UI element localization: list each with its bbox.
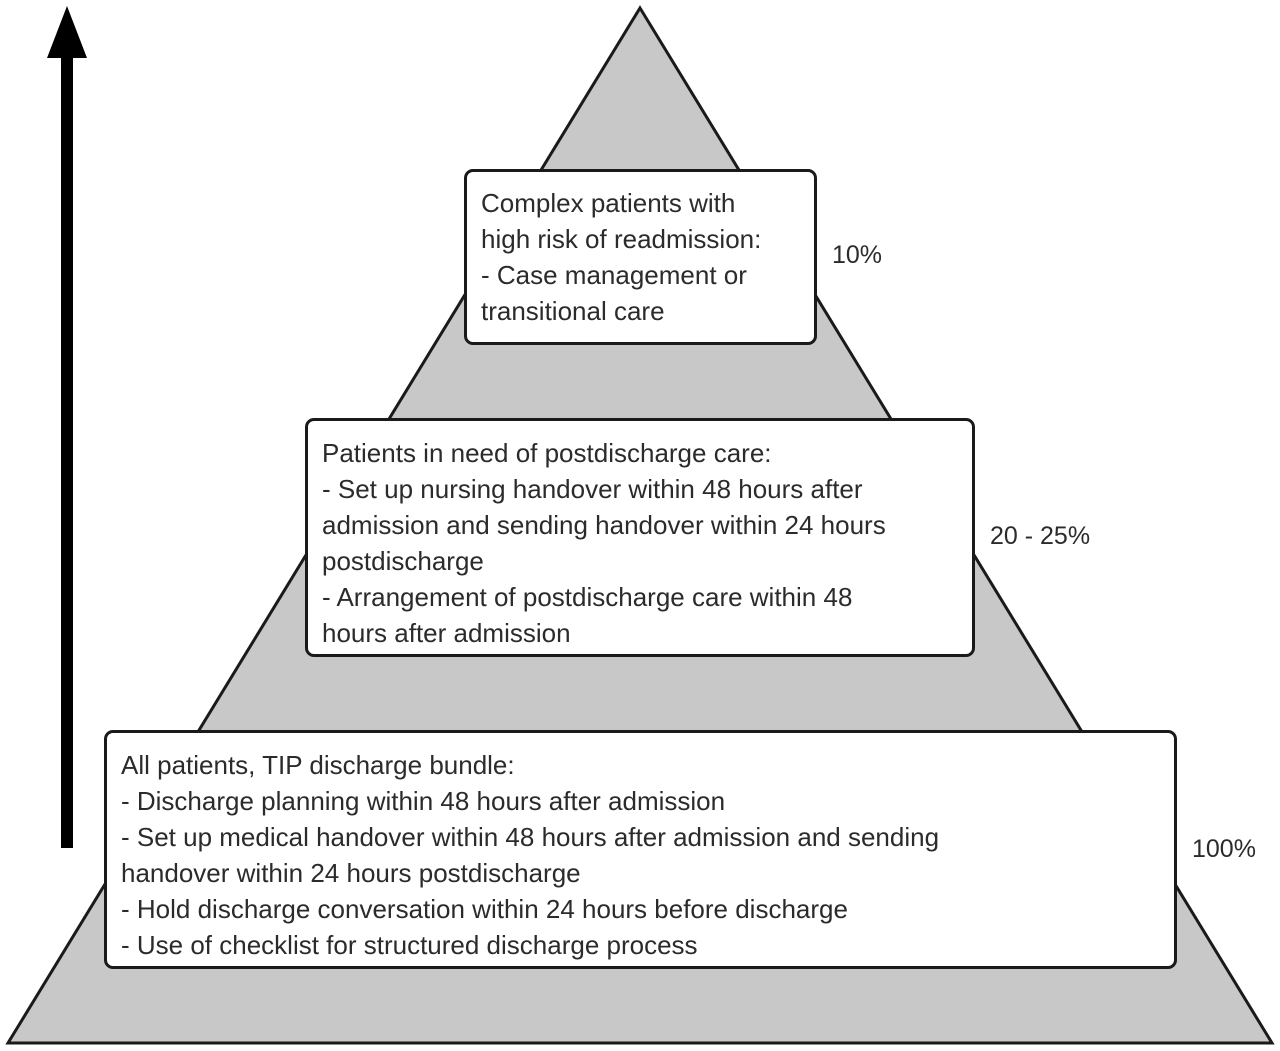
tier-top-line: transitional care [481,296,665,326]
tier-middle-line: - Set up nursing handover within 48 hour… [322,474,863,504]
arrow-shaft [61,56,73,848]
tier-middle-line: hours after admission [322,618,571,648]
tier-middle-line: admission and sending handover within 24… [322,510,886,540]
tier-bottom-line: - Set up medical handover within 48 hour… [121,822,940,852]
tier-middle-line: - Arrangement of postdischarge care with… [322,582,853,612]
tier-middle-line: Patients in need of postdischarge care: [322,438,772,468]
tier-top-line: Complex patients with [481,188,736,218]
tier-box-middle: Patients in need of postdischarge care: … [305,418,975,657]
tier-middle-percentage: 20 - 25% [990,522,1091,550]
tier-bottom-line: - Use of checklist for structured discha… [121,930,698,960]
tier-bottom-line: - Hold discharge conversation within 24 … [121,894,848,924]
tier-middle-line: postdischarge [322,546,484,576]
tier-top-line: - Case management or [481,260,747,290]
tier-top-line: high risk of readmission: [481,224,762,254]
tier-box-top: Complex patients with high risk of readm… [464,169,817,345]
tier-bottom-line: handover within 24 hours postdischarge [121,858,581,888]
tier-top-percentage: 10% [832,241,883,269]
tier-bottom-line: - Discharge planning within 48 hours aft… [121,786,726,816]
up-arrow-icon [47,6,87,58]
tier-box-bottom: All patients, TIP discharge bundle: - Di… [104,730,1177,969]
tier-bottom-line: All patients, TIP discharge bundle: [121,750,515,780]
tier-bottom-percentage: 100% [1192,835,1256,863]
